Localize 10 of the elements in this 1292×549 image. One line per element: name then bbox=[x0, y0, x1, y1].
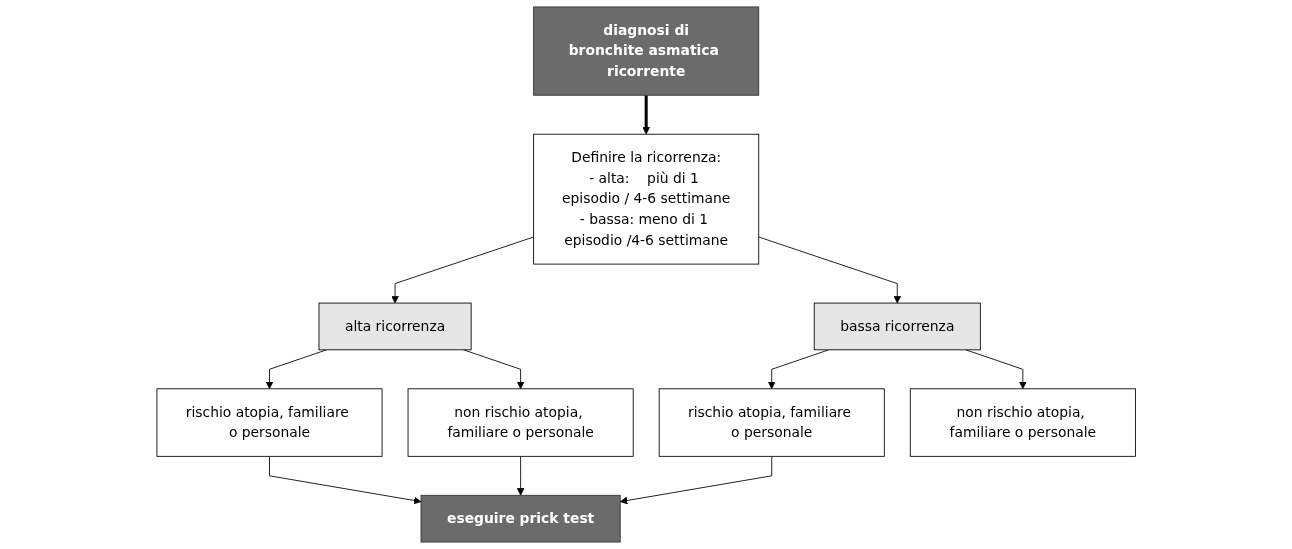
node-box: non rischio atopia, familiare o personale bbox=[909, 388, 1136, 457]
node-box: rischio atopia, familiare o personale bbox=[156, 388, 383, 457]
node-box: rischio atopia, familiare o personale bbox=[658, 388, 885, 457]
node-box: diagnosi di bronchite asmatica ricorrente bbox=[533, 6, 759, 96]
node-box: non rischio atopia, familiare o personale bbox=[407, 388, 634, 457]
node-box: bassa ricorrenza bbox=[813, 302, 981, 351]
node-box: Definire la ricorrenza: - alta: più di 1 episodio / 4-6 settimane - bassa: meno di 1 episodio /4-6 settimane bbox=[533, 133, 759, 265]
node-box: alta ricorrenza bbox=[318, 302, 472, 351]
node-box: eseguire prick test bbox=[420, 494, 621, 543]
arrow bbox=[642, 95, 650, 135]
